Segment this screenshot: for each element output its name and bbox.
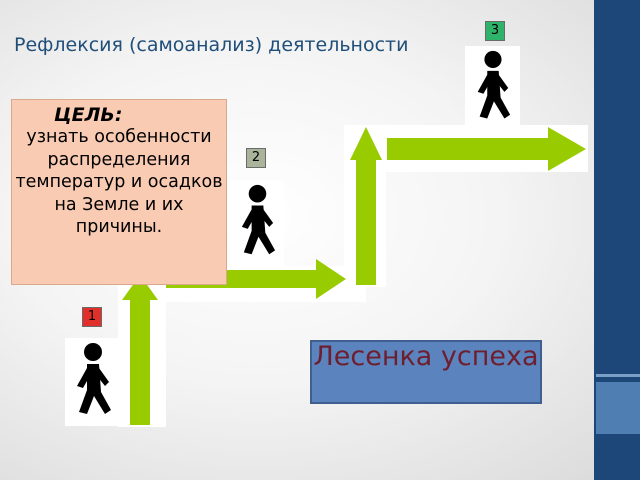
- page-title: Рефлексия (самоанализ) деятельности: [14, 34, 409, 56]
- right-arrow-icon: [387, 127, 586, 171]
- right-sidebar-block: [596, 382, 640, 434]
- step-badge-3: 3: [485, 21, 505, 41]
- up-arrow-icon: [122, 275, 158, 425]
- walking-person-icon: [241, 184, 276, 255]
- step-badge-1: 1: [82, 307, 102, 327]
- goal-box: ЦЕЛЬ: узнать особенности распределения т…: [11, 99, 227, 285]
- walking-person-icon: [477, 50, 511, 119]
- right-arrow-icon: [166, 259, 346, 299]
- up-arrow-icon: [350, 127, 382, 285]
- success-ladder-label: Лесенка успеха: [310, 340, 542, 404]
- step-badge-2: 2: [246, 148, 266, 168]
- goal-text: узнать особенности распределения темпера…: [15, 127, 223, 237]
- goal-heading: ЦЕЛЬ:: [54, 104, 123, 126]
- walking-person-icon: [77, 343, 111, 414]
- right-sidebar-line: [596, 374, 640, 377]
